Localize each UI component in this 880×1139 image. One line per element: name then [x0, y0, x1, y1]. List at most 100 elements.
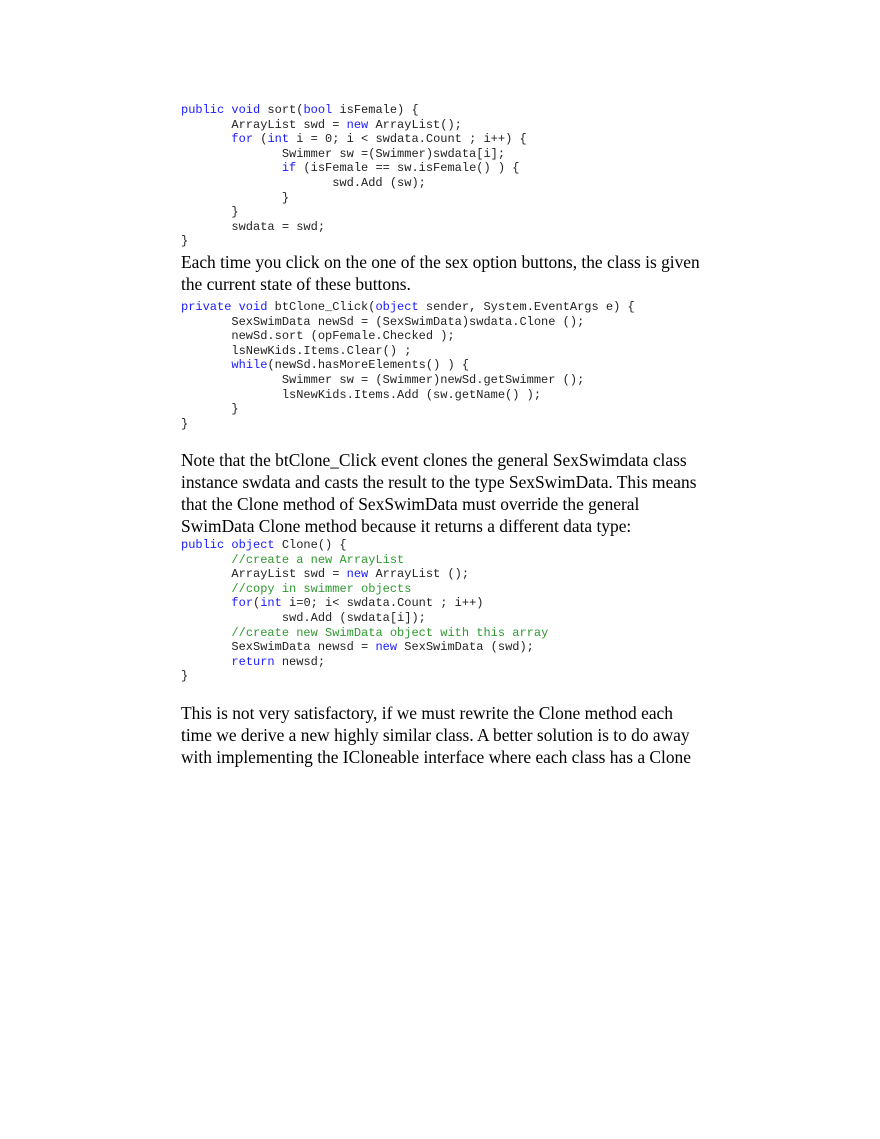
code-text: }: [181, 205, 239, 220]
code-text: [181, 553, 231, 567]
code-text: newsd;: [274, 654, 326, 669]
code-keyword: int: [260, 596, 282, 611]
code-text: }: [181, 190, 290, 205]
code-keyword: while: [231, 358, 268, 373]
paragraph-icloneable-solution: This is not very satisfactory, if we mus…: [181, 702, 701, 768]
code-text: swdata = swd;: [181, 219, 326, 234]
code-line: swdata = swd;: [181, 220, 527, 235]
code-comment: //create new SwimData object with this a…: [231, 625, 549, 640]
code-text: SexSwimData newSd = (SexSwimData)swdata.…: [181, 314, 585, 329]
code-line: lsNewKids.Items.Add (sw.getName() );: [181, 388, 635, 403]
code-text: ArrayList swd =: [181, 567, 347, 582]
paragraph-sex-option-buttons: Each time you click on the one of the se…: [181, 251, 701, 295]
code-text: [181, 161, 282, 175]
code-line: }: [181, 402, 635, 417]
code-text: swd.Add (sw);: [181, 175, 426, 190]
code-text: i = 0; i < swdata.Count ; i++) {: [289, 132, 527, 147]
code-text: Clone() {: [274, 538, 347, 552]
code-line: for(int i=0; i< swdata.Count ; i++): [181, 596, 548, 611]
code-text: SexSwimData newsd =: [181, 640, 376, 655]
code-text: ArrayList();: [368, 117, 462, 132]
code-text: btClone_Click(: [267, 300, 376, 314]
code-line: ArrayList swd = new ArrayList();: [181, 118, 527, 133]
code-text: (: [253, 132, 268, 147]
paragraph-line: Each time you click on the one of the se…: [181, 252, 700, 272]
code-text: i=0; i< swdata.Count ; i++): [281, 596, 484, 611]
code-text: ArrayList ();: [368, 567, 470, 582]
paragraph-line: time we derive a new highly similar clas…: [181, 725, 690, 745]
code-keyword: for: [231, 596, 254, 611]
code-keyword: public object: [181, 538, 275, 552]
code-text: ArrayList swd =: [181, 117, 347, 132]
code-text: [181, 132, 231, 146]
code-text: swd.Add (swdata[i]);: [181, 610, 426, 625]
code-line: ArrayList swd = new ArrayList ();: [181, 567, 548, 582]
code-text: lsNewKids.Items.Add (sw.getName() );: [181, 387, 542, 402]
code-keyword: public void: [181, 103, 261, 117]
code-line: }: [181, 417, 635, 432]
code-block-clone-method: public object Clone() { //create a new A…: [181, 538, 548, 684]
code-line: swd.Add (sw);: [181, 176, 527, 191]
code-text: (isFemale == sw.isFemale() ) {: [296, 161, 520, 176]
code-line: swd.Add (swdata[i]);: [181, 611, 548, 626]
code-keyword: int: [267, 132, 290, 147]
code-text: }: [181, 416, 189, 431]
code-keyword: return: [231, 654, 275, 669]
code-text: [181, 358, 231, 372]
code-text: Swimmer sw = (Swimmer)newSd.getSwimmer (…: [181, 372, 585, 387]
code-line: return newsd;: [181, 655, 548, 670]
code-line: //create new SwimData object with this a…: [181, 626, 548, 641]
code-keyword: new: [375, 640, 398, 655]
code-keyword: for: [231, 132, 254, 147]
code-text: [181, 626, 231, 640]
code-line: for (int i = 0; i < swdata.Count ; i++) …: [181, 132, 527, 147]
code-line: //create a new ArrayList: [181, 553, 548, 568]
code-line: Swimmer sw =(Swimmer)swdata[i];: [181, 147, 527, 162]
code-text: isFemale) {: [332, 103, 419, 117]
code-line: }: [181, 669, 548, 684]
paragraph-clone-explanation: Note that the btClone_Click event clones…: [181, 449, 701, 537]
paragraph-line: instance swdata and casts the result to …: [181, 472, 697, 492]
code-text: }: [181, 402, 239, 417]
code-line: public void sort(bool isFemale) {: [181, 103, 527, 118]
paragraph-line: the current state of these buttons.: [181, 274, 411, 294]
code-text: [181, 655, 231, 669]
code-line: }: [181, 234, 527, 249]
code-keyword: object: [375, 300, 419, 314]
code-text: }: [181, 234, 189, 249]
code-line: }: [181, 205, 527, 220]
code-text: sort(: [260, 103, 304, 117]
code-block-sort-method: public void sort(bool isFemale) { ArrayL…: [181, 103, 527, 249]
code-text: [181, 596, 231, 610]
code-keyword: if: [281, 161, 297, 176]
code-block-btclone-click: private void btClone_Click(object sender…: [181, 300, 635, 431]
code-keyword: new: [346, 117, 369, 132]
code-comment: //create a new ArrayList: [231, 552, 405, 567]
code-text: sender, System.EventArgs e) {: [418, 300, 635, 314]
code-text: (newSd.hasMoreElements() ) {: [267, 358, 470, 373]
code-comment: //copy in swimmer objects: [231, 581, 412, 596]
code-line: SexSwimData newsd = new SexSwimData (swd…: [181, 640, 548, 655]
code-text: newSd.sort (opFemale.Checked );: [181, 329, 455, 344]
paragraph-line: Note that the btClone_Click event clones…: [181, 450, 687, 470]
code-line: //copy in swimmer objects: [181, 582, 548, 597]
code-line: while(newSd.hasMoreElements() ) {: [181, 358, 635, 373]
code-text: lsNewKids.Items.Clear() ;: [181, 343, 412, 358]
code-line: private void btClone_Click(object sender…: [181, 300, 635, 315]
code-line: lsNewKids.Items.Clear() ;: [181, 344, 635, 359]
code-line: if (isFemale == sw.isFemale() ) {: [181, 161, 527, 176]
code-line: public object Clone() {: [181, 538, 548, 553]
code-keyword: bool: [303, 103, 333, 117]
code-text: [181, 582, 231, 596]
code-text: }: [181, 669, 189, 684]
code-line: SexSwimData newSd = (SexSwimData)swdata.…: [181, 315, 635, 330]
code-line: newSd.sort (opFemale.Checked );: [181, 329, 635, 344]
code-keyword: new: [346, 567, 369, 582]
code-text: Swimmer sw =(Swimmer)swdata[i];: [181, 146, 506, 161]
code-text: SexSwimData (swd);: [397, 640, 534, 655]
code-text: (: [253, 596, 261, 611]
code-line: }: [181, 191, 527, 206]
paragraph-line: with implementing the ICloneable interfa…: [181, 747, 691, 767]
paragraph-line: SwimData Clone method because it returns…: [181, 516, 632, 536]
code-line: Swimmer sw = (Swimmer)newSd.getSwimmer (…: [181, 373, 635, 388]
